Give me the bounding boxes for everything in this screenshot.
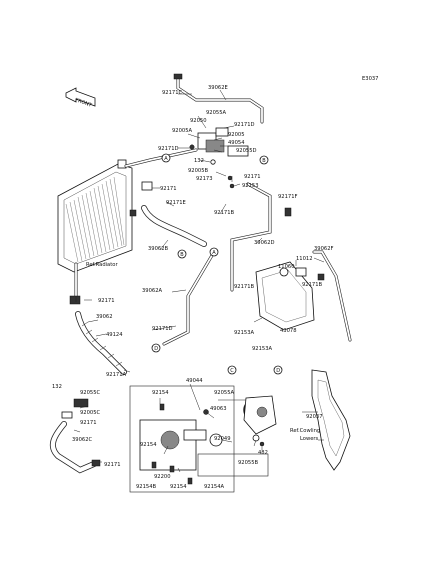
- part-label: 92005C: [80, 410, 101, 416]
- part-label: 49054: [228, 140, 245, 146]
- hose-39062F: [312, 250, 352, 342]
- part-label: 92049: [214, 436, 231, 442]
- part-label: 92171: [244, 174, 261, 180]
- svg-text:D: D: [276, 368, 280, 374]
- part-label: 92153A: [234, 330, 255, 336]
- part-label: 11060: [278, 264, 295, 270]
- hose-39062C: [49, 398, 101, 474]
- part-label: 92171F: [278, 194, 298, 200]
- part-label: 92153: [242, 183, 259, 189]
- part-label: 92171: [160, 186, 177, 192]
- ref-circle-b-top: B: [259, 155, 269, 165]
- part-label: 92055A: [214, 390, 235, 396]
- part-label: 11012: [296, 256, 313, 262]
- svg-text:D: D: [154, 346, 158, 352]
- part-label: 92171B: [302, 282, 323, 288]
- thermostat-housing: [189, 127, 249, 189]
- part-label: 39062E: [208, 85, 228, 91]
- part-label: 39062F: [314, 246, 334, 252]
- part-label: 482: [258, 450, 268, 456]
- group-box-pump: [129, 385, 235, 493]
- clamp-92171F: [284, 207, 292, 217]
- ref-circle-d-left: D: [151, 343, 161, 353]
- reserve-tank: [255, 261, 315, 331]
- cowling-lower-bracket: [311, 369, 351, 471]
- group-box-seal: [197, 453, 269, 477]
- part-label: 92171D: [234, 122, 255, 128]
- part-label: 39062D: [254, 240, 275, 246]
- part-label: 39062B: [148, 246, 169, 252]
- pipe-39062E: [173, 73, 264, 124]
- radiator: [57, 159, 137, 273]
- diagram-code: E3037: [362, 76, 378, 82]
- part-label: 92005: [228, 132, 245, 138]
- front-arrow-icon: FRONT: [65, 87, 96, 109]
- svg-text:A: A: [164, 156, 168, 162]
- hose-39062-lower: [69, 262, 127, 375]
- part-label: 39062A: [142, 288, 163, 294]
- pipe-39062A: [162, 250, 216, 346]
- part-label: 132: [52, 384, 62, 390]
- front-label: FRONT: [74, 97, 93, 109]
- part-label: 92050: [190, 118, 207, 124]
- part-label: 92055D: [236, 148, 257, 154]
- part-label: 92154: [140, 442, 157, 448]
- ref-circle-d-right: D: [273, 365, 283, 375]
- part-label: 92005B: [188, 168, 209, 174]
- hose-39062B: [141, 181, 207, 247]
- part-label: 92171: [104, 462, 121, 468]
- ref-circle-a-mid: A: [209, 247, 219, 257]
- part-label: 92171D: [152, 326, 173, 332]
- water-pump-group: [139, 395, 277, 485]
- part-label: 92055B: [238, 460, 259, 466]
- part-label: 92171A: [106, 372, 127, 378]
- part-label: 49124: [106, 332, 123, 338]
- part-label: 132: [194, 158, 204, 164]
- part-label: 92055A: [206, 110, 227, 116]
- part-label: 92154: [152, 390, 169, 396]
- part-label: 92171B: [234, 284, 255, 290]
- svg-text:C: C: [230, 368, 234, 374]
- ref-circle-b-mid: B: [177, 249, 187, 259]
- part-label: 92171B: [214, 210, 235, 216]
- svg-text:B: B: [180, 252, 184, 258]
- part-label: 92173: [196, 176, 213, 182]
- part-label: 92153A: [252, 346, 273, 352]
- pipe-39062D: [230, 182, 272, 292]
- part-label: 49063: [210, 406, 227, 412]
- part-label: 92171C: [162, 90, 183, 96]
- hose-upper-radiator: [124, 148, 198, 168]
- svg-text:B: B: [262, 158, 266, 164]
- part-label: 92171: [80, 420, 97, 426]
- ref-cowling-label-2: Lowers: [300, 436, 319, 442]
- part-label: 92154B: [136, 484, 157, 490]
- part-label: 92154A: [204, 484, 225, 490]
- part-label: 92171E: [166, 200, 186, 206]
- leader-lines: [73, 89, 325, 473]
- part-label: 92171: [98, 298, 115, 304]
- part-label: 39062: [96, 314, 113, 320]
- part-label: 49044: [186, 378, 203, 384]
- part-label: 92055C: [80, 390, 101, 396]
- part-label: 92200: [154, 474, 171, 480]
- part-label: 92154: [170, 484, 187, 490]
- ref-cowling-label: Ref.Cowling: [290, 428, 320, 434]
- part-label: 92171D: [158, 146, 179, 152]
- part-label: 43078: [280, 328, 297, 334]
- ref-circle-c: C: [227, 365, 237, 375]
- ref-circle-a-top: A: [161, 153, 171, 163]
- part-label: 92037: [306, 414, 323, 420]
- svg-text:A: A: [212, 250, 216, 256]
- part-label: 39062C: [72, 437, 93, 443]
- part-label: 92005A: [172, 128, 193, 134]
- ref-radiator-label: Ref.Radiator: [86, 262, 118, 268]
